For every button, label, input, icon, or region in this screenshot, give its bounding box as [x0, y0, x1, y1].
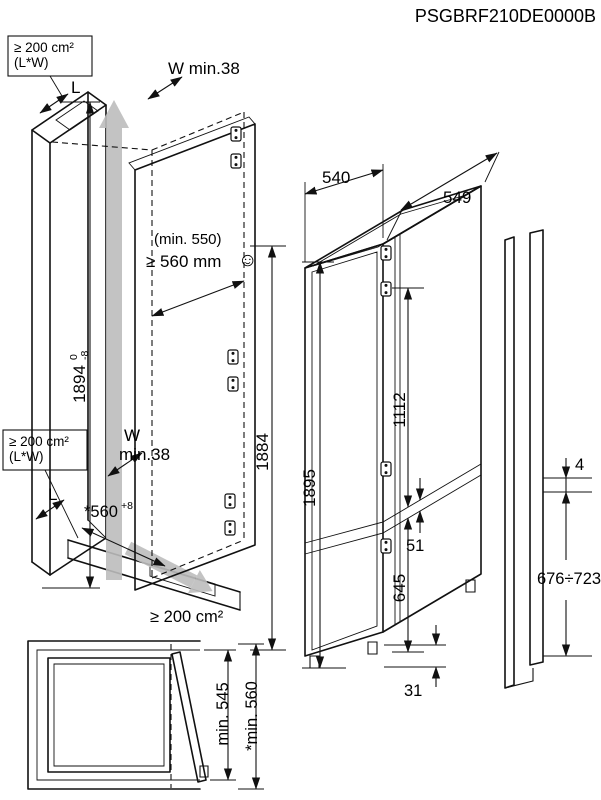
fridge-foot: [465, 579, 476, 593]
vent-note-mid: (L*W): [9, 449, 44, 464]
trim-strip-left: [504, 236, 515, 689]
dim-divider: 51: [406, 537, 424, 555]
furniture-door-drawing: [128, 116, 256, 591]
hinge-icon: [227, 349, 239, 365]
dim-length-mid: L: [48, 485, 57, 504]
dashed-line: [151, 539, 245, 579]
dim-line: [81, 527, 166, 567]
door-clearance-inset: [27, 640, 264, 790]
dim-wall-thickness-mid: min.38: [119, 445, 170, 464]
dim-wall-thickness-top: W min.38: [168, 59, 240, 78]
fridge-divider-front-2: [304, 532, 384, 555]
dim-fridge-interior: 1112: [390, 392, 409, 427]
door-top-thickness: [128, 116, 256, 171]
fridge-foot: [309, 655, 320, 669]
niche-height-tolerance-lower: -8: [79, 351, 91, 360]
fridge-divider-side-2: [382, 474, 482, 534]
ext-line: [386, 207, 404, 241]
inset-open-door: [171, 651, 207, 783]
svg-text:1884: 1884: [253, 433, 272, 471]
cabinet-inner-walls: [36, 649, 200, 781]
dim-line: [35, 499, 65, 520]
dim-niche-height: 1894 0 -8: [68, 351, 91, 403]
trim-strip-left-foot: [504, 668, 534, 689]
hinge-icon: [224, 493, 236, 509]
dim-hinge-range: 676÷723: [537, 570, 601, 588]
ext-line: [543, 477, 592, 493]
inset-fridge-body: [47, 657, 171, 773]
svg-text:*min. 560: *min. 560: [243, 681, 261, 751]
plinth-bottom-edge: [67, 557, 241, 611]
svg-text:645: 645: [390, 574, 409, 602]
fridge-divider-side-1: [382, 463, 482, 523]
fridge-foot: [367, 641, 378, 655]
fridge-door-gasket: [311, 251, 378, 651]
dim-appliance-depth: 549: [443, 188, 471, 207]
hinge-icon: [380, 245, 392, 261]
hinge-icon: [230, 126, 242, 142]
cabinet-outer-walls: [27, 640, 201, 790]
vent-note-top: (L*W): [14, 55, 49, 70]
vent-area-top: ≥ 200 cm²: [14, 40, 74, 55]
svg-text:min. 545: min. 545: [214, 682, 232, 745]
svg-text:1112: 1112: [390, 392, 409, 427]
smiley-icon: ☺: [238, 250, 257, 271]
hinge-icon: [227, 376, 239, 392]
fridge-divider-front-1: [304, 521, 384, 544]
fridge-right-face: [382, 185, 482, 633]
vent-box-mid: ≥ 200 cm² (L*W): [2, 429, 88, 539]
niche-top-face: [31, 91, 107, 144]
ext-line: [384, 644, 446, 668]
model-number: PSGBRF210DE0000B: [415, 6, 596, 26]
niche-bottom-front: [31, 561, 51, 576]
niche-depth-min: ≥ 560 mm: [146, 252, 221, 271]
trim-strip-right: [529, 229, 544, 666]
door-front-face: [134, 123, 256, 591]
leader-line: [49, 75, 63, 97]
dim-door-height: 1884: [253, 433, 272, 471]
dim-wall-w-mid: W: [124, 426, 140, 445]
hinge-icon: [380, 538, 392, 554]
dim-inset-depth-min: min. 545: [214, 682, 232, 745]
vent-area-bottom: ≥ 200 cm²: [150, 608, 224, 626]
dim-appliance-height: 1895: [300, 469, 319, 507]
dim-line: [39, 93, 69, 114]
hinge-icon: [380, 461, 392, 477]
dim-inset-depth-total: *min. 560: [243, 681, 261, 751]
airflow-arrowhead: [99, 100, 129, 128]
dim-niche-height-value: 1894: [70, 365, 89, 403]
dim-appliance-width: 540: [322, 168, 350, 187]
dashed-line: [151, 111, 245, 151]
niche-top-vent-opening: [55, 100, 99, 131]
inset-fridge-inner: [53, 663, 165, 767]
hinge-icon: [224, 520, 236, 536]
vent-box-top: ≥ 200 cm² (L*W): [7, 35, 93, 97]
dim-line: [107, 452, 143, 477]
hinge-icon: [230, 153, 242, 169]
inset-door-handle: [199, 765, 209, 778]
niche-width-tolerance: +8: [121, 500, 133, 512]
dim-line: [151, 280, 245, 317]
niche-depth-note: (min. 550): [154, 231, 222, 248]
fridge-front-face: [304, 243, 384, 657]
vent-area-mid: ≥ 200 cm²: [9, 434, 69, 449]
hinge-icon: [380, 281, 392, 297]
dashed-line: [51, 141, 153, 151]
dim-line: [147, 76, 183, 100]
dim-niche-width: *560: [84, 503, 118, 521]
dim-length-top: L: [71, 78, 80, 97]
dim-feet-height: 31: [404, 682, 422, 700]
dim-gap: 4: [575, 456, 584, 474]
niche-opening-projection: [51, 111, 245, 579]
dim-freezer-interior: 645: [390, 574, 409, 602]
dim-line: [304, 169, 384, 195]
niche-height-tolerance-upper: 0: [68, 354, 80, 360]
svg-text:1895: 1895: [300, 469, 319, 507]
trim-strips-drawing: [504, 229, 544, 689]
ext-line: [302, 261, 346, 669]
airflow-arrowhead: [188, 570, 213, 594]
dim-line: [400, 152, 498, 211]
